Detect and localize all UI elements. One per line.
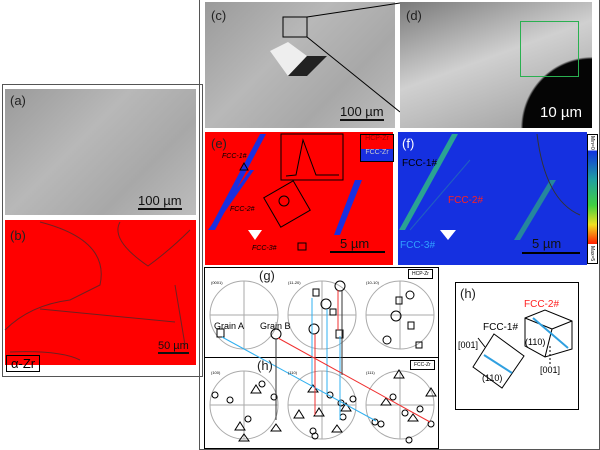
panel-f-fcc2: FCC-2# bbox=[448, 195, 484, 206]
fcc-tag: FCC-Zr bbox=[410, 360, 435, 370]
pole-110: (110) bbox=[288, 370, 298, 375]
panel-c-label: (c) bbox=[211, 8, 227, 23]
grain-b-label: Grain B bbox=[260, 321, 291, 331]
panel-f-fcc1: FCC-1# bbox=[402, 158, 438, 169]
plane2-label: (110) bbox=[525, 337, 546, 347]
panel-e-legend: HCP-Zr FCC-Zr bbox=[360, 134, 394, 162]
pole-111: (111) bbox=[366, 370, 375, 375]
panel-e-fcc1: FCC-1# bbox=[222, 153, 247, 160]
colorbar-min: Min=0 bbox=[589, 136, 595, 150]
panel-h-schematic-frame bbox=[455, 282, 579, 410]
panel-h-label: (h) bbox=[460, 286, 476, 301]
panel-d-scalebar: 10 µm bbox=[540, 104, 582, 121]
legend-hcp: HCP-Zr bbox=[361, 135, 393, 149]
panel-a-scalebar: 100 µm bbox=[138, 193, 182, 210]
phase-label-alpha-zr: α-Zr bbox=[6, 355, 41, 372]
panel-b-scalebar: 50 µm bbox=[158, 340, 189, 354]
panel-e-fcc2: FCC-2# bbox=[230, 206, 255, 213]
panel-a-label: (a) bbox=[10, 93, 26, 108]
dir2-label: [001] bbox=[540, 365, 561, 375]
panel-e-scalebar: 5 µm bbox=[340, 236, 370, 251]
pole-figure-divider bbox=[204, 357, 438, 358]
panel-h-pf-label: (h) bbox=[257, 358, 273, 373]
panel-e-fcc3: FCC-3# bbox=[252, 245, 277, 252]
panel-f-fcc3: FCC-3# bbox=[400, 240, 436, 251]
pole-0001: (0001) bbox=[211, 280, 223, 285]
hcp-tag: HCP-Zr bbox=[408, 269, 433, 279]
fcc2-label: FCC-2# bbox=[524, 299, 560, 310]
grain-a-label: Grain A bbox=[214, 321, 245, 331]
pole-100: (100) bbox=[211, 370, 221, 375]
pole-10-10: (10-10) bbox=[366, 280, 379, 285]
panel-f-scalebar: 5 µm bbox=[532, 236, 562, 251]
fcc1-label: FCC-1# bbox=[483, 322, 519, 333]
panel-b-phase-map bbox=[5, 220, 196, 365]
plane1-label: (110) bbox=[482, 373, 503, 383]
panel-c-scalebar: 100 µm bbox=[340, 104, 384, 121]
panel-e-label: (e) bbox=[211, 136, 227, 151]
panel-f-colorbar bbox=[587, 134, 598, 264]
dir1-label: [001] bbox=[458, 340, 479, 350]
panel-f-label: (f) bbox=[402, 136, 415, 151]
panel-d-highlight-box bbox=[520, 21, 579, 77]
panel-f-kam-map bbox=[398, 132, 587, 265]
panel-b-label: (b) bbox=[10, 228, 26, 243]
panel-d-label: (d) bbox=[406, 8, 422, 23]
pole-11-20: (11-20) bbox=[288, 280, 301, 285]
panel-a-sem-image bbox=[5, 89, 196, 215]
left-panel-frame bbox=[2, 84, 203, 377]
legend-fcc: FCC-Zr bbox=[361, 149, 393, 161]
panel-d-sem-image bbox=[400, 2, 592, 128]
pole-figure-frame bbox=[204, 267, 439, 449]
colorbar-max: Max=5 bbox=[589, 246, 595, 262]
panel-g-label: (g) bbox=[259, 268, 275, 283]
